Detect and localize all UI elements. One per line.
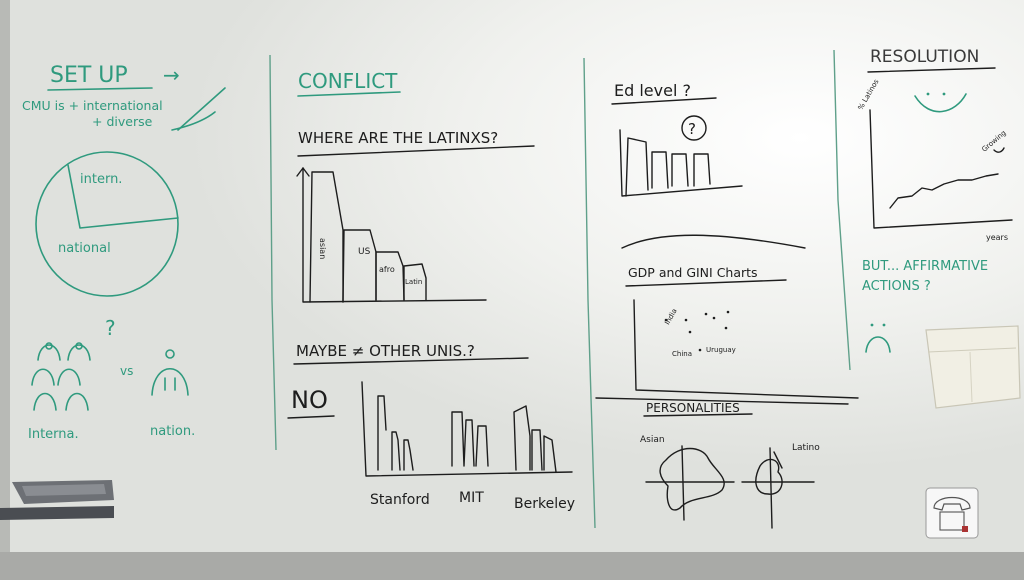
divider-2: [583, 57, 596, 529]
asian-blob: [659, 447, 725, 511]
board-frame-left: [0, 0, 10, 580]
actions-text: ACTIONS ?: [862, 279, 931, 294]
resolution-xlabel: years: [986, 233, 1008, 242]
personalities-title: PERSONALITIES: [646, 401, 740, 415]
setup-title: SET UP: [50, 63, 128, 88]
gdp-scatter-points: [664, 310, 730, 352]
setup-question: ?: [105, 316, 116, 340]
circled-question: ?: [688, 120, 696, 138]
eraser: [0, 480, 114, 520]
nation-label: nation.: [150, 424, 195, 439]
bar-label-latin: Latin: [405, 278, 422, 286]
marker-holder: [925, 325, 1021, 409]
schools-bar-chart: [361, 381, 573, 477]
divider-3: [833, 49, 851, 371]
ed-title: Ed level ?: [614, 81, 691, 100]
bar-label-asian: asian: [318, 238, 327, 259]
asian-label: Asian: [640, 435, 665, 445]
school-mit: MIT: [459, 490, 484, 506]
gdp-title: GDP and GINI Charts: [628, 265, 758, 280]
but-text: BUT... AFFIRMATIVE: [862, 259, 988, 274]
point-uruguay: Uruguay: [706, 346, 736, 354]
interna-label: Interna.: [28, 427, 79, 442]
conflict-title: CONFLICT: [298, 69, 398, 93]
conflict-answer: NO: [291, 386, 328, 414]
phone-sticker-icon: [925, 487, 979, 539]
setup-line1: CMU is + international: [22, 98, 163, 113]
national-person-icon: [151, 349, 189, 396]
divider-1: [269, 54, 277, 451]
conflict-question1: WHERE ARE THE LATINXS?: [298, 129, 498, 147]
resolution-title: RESOLUTION: [870, 47, 979, 67]
question-circle-icon: [681, 115, 707, 141]
setup-section: SET UP → CMU is + international + divers…: [22, 63, 226, 442]
board-tray: [0, 552, 1024, 580]
latino-blob: [755, 458, 783, 495]
smiley-icon: [914, 93, 967, 113]
pie-chart-circle: [35, 151, 179, 297]
bar-latin: [403, 263, 427, 301]
pie-intern-label: intern.: [80, 172, 122, 187]
conflict-question2: MAYBE ≠ OTHER UNIS.?: [296, 342, 475, 360]
bar-label-afro: afro: [379, 265, 395, 274]
conflict-section: CONFLICT WHERE ARE THE LATINXS? asian US…: [287, 69, 575, 512]
school-stanford: Stanford: [370, 492, 430, 508]
sad-face-icon: [865, 336, 891, 353]
setup-arrow: →: [163, 63, 180, 87]
international-people-icon: [31, 342, 91, 411]
school-berkeley: Berkeley: [514, 496, 575, 512]
point-china: China: [672, 350, 692, 358]
pie-national-label: national: [58, 241, 111, 256]
latinx-bar-chart: asian US afro Latin: [296, 167, 487, 303]
vs-label: vs: [120, 364, 133, 378]
setup-line2: + diverse: [92, 114, 153, 129]
ed-section: Ed level ? ? GDP and GINI Charts India C…: [595, 81, 859, 529]
latino-label: Latino: [792, 443, 820, 453]
growth-line: [889, 173, 999, 209]
bar-label-us: US: [358, 247, 371, 257]
